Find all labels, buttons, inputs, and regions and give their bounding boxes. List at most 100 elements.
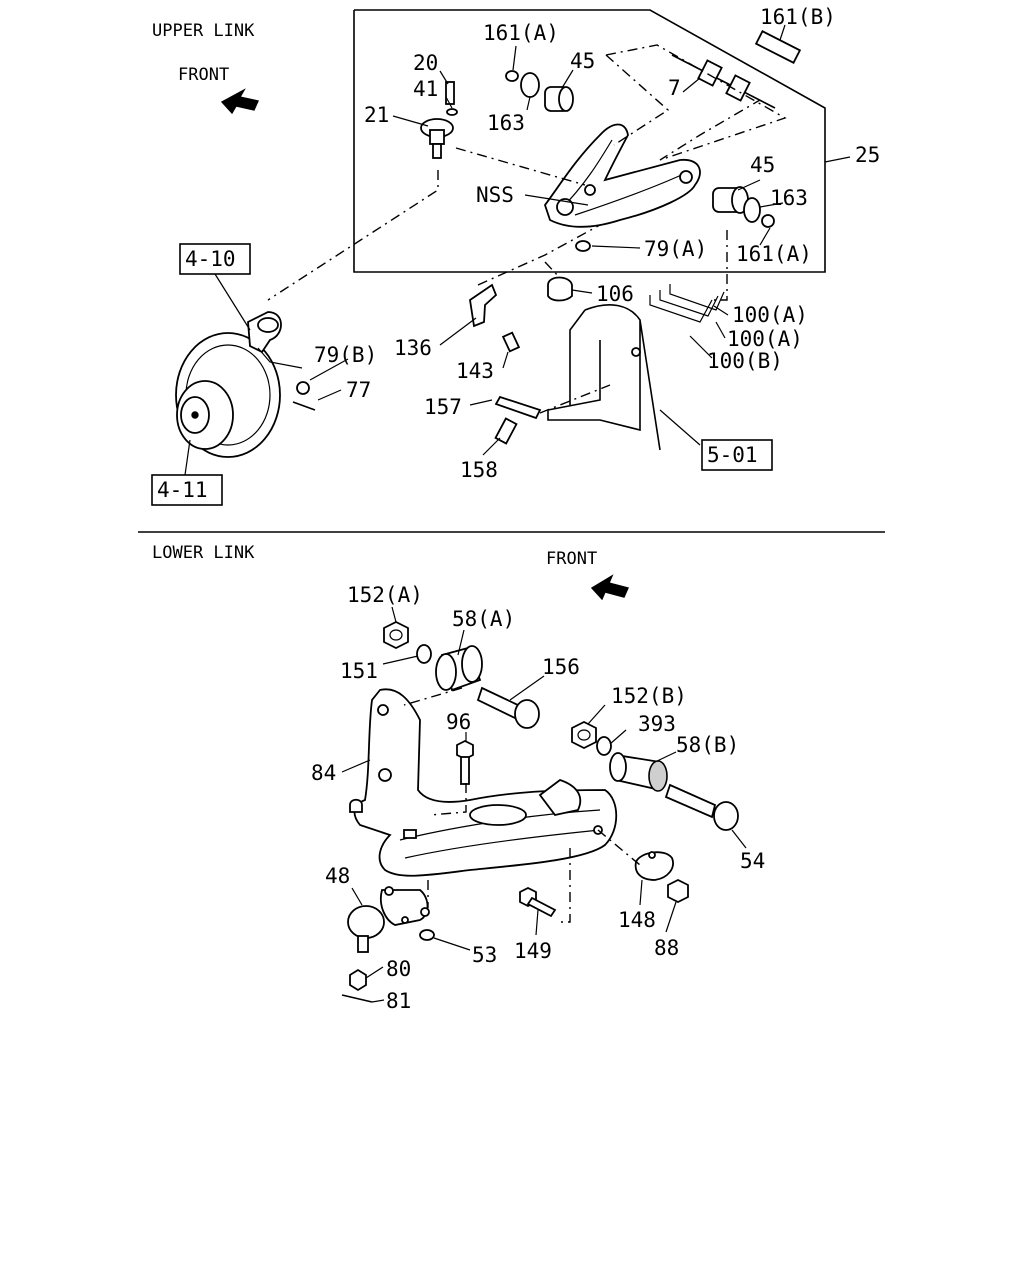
frame-bracket [547,304,661,451]
upper-part-labels: 161(B) 161(A) 20 41 21 45 163 7 25 NSS 4… [314,5,880,482]
upper-front-arrow-icon [220,88,259,115]
bushing-58A [435,645,483,692]
label-41: 41 [413,77,438,101]
label-45-top: 45 [570,49,595,73]
bolt-156 [476,686,540,729]
upper-section-title: UPPER LINK [152,21,255,41]
label-53: 53 [472,943,497,967]
steering-knuckle-hub [175,311,282,458]
label-393: 393 [638,712,676,736]
bracket-136 [469,283,498,328]
lower-section-title: LOWER LINK [152,543,255,563]
label-143: 143 [456,359,494,383]
upper-control-arm [543,123,701,228]
lower-front-arrow-icon [590,574,629,601]
label-106: 106 [596,282,634,306]
nut-80 [349,968,367,992]
label-161A-right: 161(A) [736,242,812,266]
bolt-143 [501,331,521,353]
label-151: 151 [340,659,378,683]
bolt-158 [494,417,518,445]
bolt-157 [494,395,542,420]
label-54: 54 [740,849,765,873]
ref-box-5-01[interactable]: 5-01 [701,439,773,471]
label-158: 158 [460,458,498,482]
nut-53 [419,929,435,941]
ref-box-4-10[interactable]: 4-10 [179,243,251,275]
lower-part-labels: 152(A) 58(A) 151 156 152(B) 393 58(B) 96… [311,583,765,1013]
label-79A: 79(A) [644,237,707,261]
upper-front-label: FRONT [178,65,229,85]
assembly-box-25 [353,9,826,273]
washer-41 [446,108,458,116]
label-157: 157 [424,395,462,419]
label-20: 20 [413,51,438,75]
nut-152B [571,720,597,750]
label-45-right: 45 [750,153,775,177]
label-25: 25 [855,143,880,167]
lower-leader-lines [341,606,747,1003]
label-96: 96 [446,710,471,734]
label-100A-1: 100(A) [732,303,808,327]
label-152B: 152(B) [611,684,687,708]
label-156: 156 [542,655,580,679]
ref-label-4-11: 4-11 [157,478,208,502]
nut-152A [383,620,409,650]
bolt-20 [445,81,455,105]
washer-163-top [520,72,540,98]
bushing-58B [609,752,668,792]
washer-393 [596,736,612,756]
lower-front-label: FRONT [546,549,597,569]
label-136: 136 [394,336,432,360]
bolt-54 [664,783,739,831]
label-152A: 152(A) [347,583,423,607]
lower-ball-joint [347,886,430,953]
upper-ball-joint [420,118,454,159]
ref-label-5-01: 5-01 [707,443,758,467]
bolt-149 [519,886,557,918]
label-77: 77 [346,378,371,402]
label-79B: 79(B) [314,343,377,367]
upper-link-section: UPPER LINK FRONT [151,5,880,506]
label-163-right: 163 [770,186,808,210]
bushing-45-top [544,86,574,112]
label-163-top: 163 [487,111,525,135]
washer-163-right [743,197,761,223]
label-81: 81 [386,989,411,1013]
label-161A-top: 161(A) [483,21,559,45]
shim-161B [754,30,802,64]
label-161B: 161(B) [760,5,836,29]
washer-151 [416,644,432,664]
label-48: 48 [325,864,350,888]
label-100B: 100(B) [707,349,783,373]
nut-161A-right [761,214,775,228]
label-84: 84 [311,761,336,785]
shims-100 [649,284,725,323]
label-nss: NSS [476,183,514,207]
bracket-148 [634,851,674,881]
label-80: 80 [386,957,411,981]
label-7: 7 [668,76,681,100]
bolt-96 [456,739,474,785]
bushing-45-right [712,186,749,214]
ref-box-4-11[interactable]: 4-11 [151,474,223,506]
rebound-bumper-106 [547,276,573,302]
ref-label-4-10: 4-10 [185,247,236,271]
label-88: 88 [654,936,679,960]
label-100A-2: 100(A) [727,327,803,351]
cotter-pin-81 [341,994,373,1003]
nut-161A-top [505,70,519,82]
cotter-pin-77 [292,401,316,411]
nut-79A [575,240,591,252]
lower-link-section: LOWER LINK FRONT [152,543,765,1013]
label-148: 148 [618,908,656,932]
upper-leader-lines [184,24,786,476]
label-149: 149 [514,939,552,963]
label-58A: 58(A) [452,607,515,631]
label-58B: 58(B) [676,733,739,757]
nut-88 [667,878,689,904]
lower-control-arm [349,688,618,877]
nut-79B [296,381,310,395]
label-21: 21 [364,103,389,127]
